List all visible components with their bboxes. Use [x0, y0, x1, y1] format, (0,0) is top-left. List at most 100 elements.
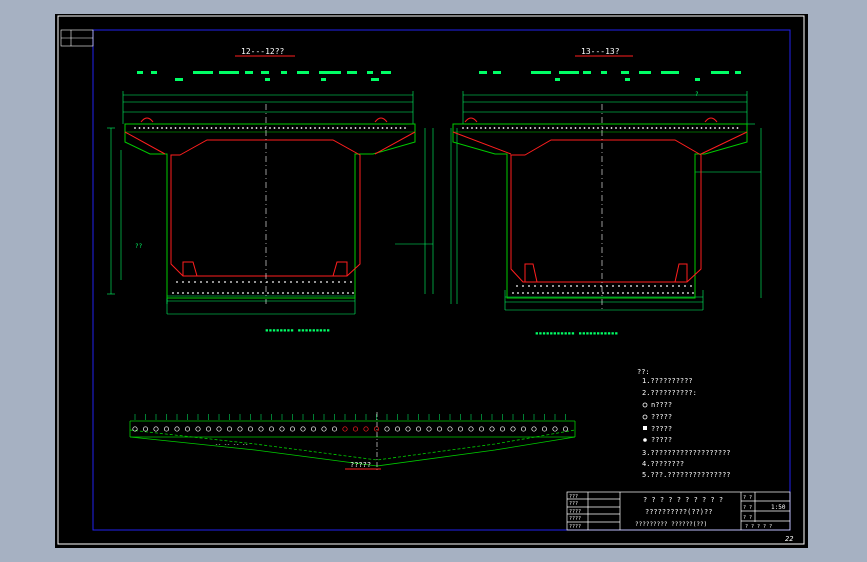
duct-marker — [447, 426, 453, 432]
rebar-dot — [637, 127, 640, 129]
rebar-dot — [284, 281, 286, 283]
duct-marker — [426, 426, 432, 432]
duct-marker — [174, 426, 180, 432]
rebar-dot — [312, 292, 314, 294]
rebar-dot — [212, 281, 214, 283]
duct-marker — [468, 426, 474, 432]
rebar-dot — [516, 285, 518, 287]
rebar-dot — [657, 292, 659, 294]
rebar-dot — [672, 292, 674, 294]
rebar-dot — [606, 127, 608, 129]
duct-marker — [384, 426, 390, 432]
rebar-dot — [314, 127, 316, 129]
title-block: ??? ??? ???? ???? ???? ? ? ? ? ? ? ? ? ?… — [566, 491, 793, 543]
rebar-dot — [292, 292, 294, 294]
note-4: 4.???????? — [642, 460, 684, 468]
rebar-dot — [574, 127, 577, 129]
duct-marker — [373, 426, 380, 432]
rebar-dot — [273, 127, 276, 129]
rebar-dot — [522, 292, 524, 294]
rebar-dot — [528, 285, 530, 287]
duct-marker — [363, 426, 369, 432]
rebar-dot — [255, 127, 258, 129]
rebar-dot — [520, 127, 523, 129]
rebar-dot — [217, 292, 219, 294]
rebar-dot — [632, 292, 634, 294]
rebar-dot — [212, 292, 214, 294]
rebar-dot — [624, 127, 626, 129]
rebar-dot — [565, 127, 568, 129]
rebar-dot — [682, 127, 685, 129]
rebar-dot — [266, 281, 268, 283]
rebar-dot — [636, 285, 638, 287]
rebar-dot — [558, 285, 560, 287]
rebar-dot — [262, 292, 264, 294]
rebar-dot — [678, 285, 680, 287]
rebar-dot — [290, 281, 292, 283]
rebar-dot — [480, 127, 482, 129]
rebar-dot — [297, 292, 299, 294]
corner-stamp — [60, 29, 94, 47]
rebar-dot — [179, 127, 181, 129]
rebar-dot — [206, 281, 208, 283]
rebar-dot — [587, 292, 589, 294]
rebar-dot — [690, 285, 692, 287]
rebar-dot — [732, 127, 734, 129]
note-legend-1: n???? — [651, 401, 672, 409]
section-right-side-label: ? — [695, 91, 699, 98]
duct-marker — [331, 426, 338, 432]
duct-marker — [352, 426, 359, 432]
duct-marker — [541, 426, 548, 432]
rebar-dot — [197, 127, 199, 129]
rebar-dot — [264, 127, 267, 129]
rebar-dot — [592, 127, 595, 129]
rebar-dot — [687, 292, 689, 294]
rebar-dot — [493, 127, 496, 129]
rebar-dot — [152, 127, 154, 129]
rebar-dot — [308, 281, 310, 283]
rebar-dot — [570, 127, 572, 129]
title-block-grid — [566, 491, 791, 531]
duct-marker — [520, 426, 527, 432]
cad-drawing: 12---12?? — [57, 15, 805, 545]
rebar-dot — [648, 285, 650, 287]
rebar-dot — [332, 281, 334, 283]
rebar-dot — [556, 127, 559, 129]
rebar-dot — [606, 285, 608, 287]
rebar-dot — [302, 281, 304, 283]
rebar-dot — [296, 127, 298, 129]
rebar-dot — [232, 292, 234, 294]
rebar-dot — [207, 292, 209, 294]
section-left-fillet-r — [332, 261, 348, 277]
rebar-dot — [300, 127, 303, 129]
rebar-dot — [342, 292, 344, 294]
note-2: 2.??????????: — [642, 389, 697, 397]
rebar-dot — [170, 127, 172, 129]
rebar-dot — [660, 127, 662, 129]
rebar-dot — [236, 281, 238, 283]
rebar-dot — [594, 285, 596, 287]
rebar-dot — [471, 127, 473, 129]
sheet-border — [57, 15, 805, 545]
rebar-dot — [309, 127, 312, 129]
rebar-dot — [582, 285, 584, 287]
rebar-dot — [579, 127, 581, 129]
rebar-dot — [282, 292, 284, 294]
rebar-dot — [336, 127, 339, 129]
duct-marker — [478, 426, 485, 432]
section-right-dimensions — [450, 91, 762, 311]
rebar-dot — [534, 285, 536, 287]
tb-left-row-2: ??? — [569, 501, 578, 507]
rebar-dot — [597, 127, 599, 129]
duct-marker — [457, 426, 464, 432]
rebar-dot — [628, 127, 631, 129]
legend-ring-icon — [642, 414, 648, 420]
rebar-dot — [359, 127, 361, 129]
rebar-dot — [600, 285, 602, 287]
rebar-dot — [552, 285, 554, 287]
rebar-dot — [692, 292, 694, 294]
rebar-dot — [314, 281, 316, 283]
rebar-dot — [617, 292, 619, 294]
section-left-inner-box — [170, 139, 361, 277]
rebar-dot — [322, 292, 324, 294]
